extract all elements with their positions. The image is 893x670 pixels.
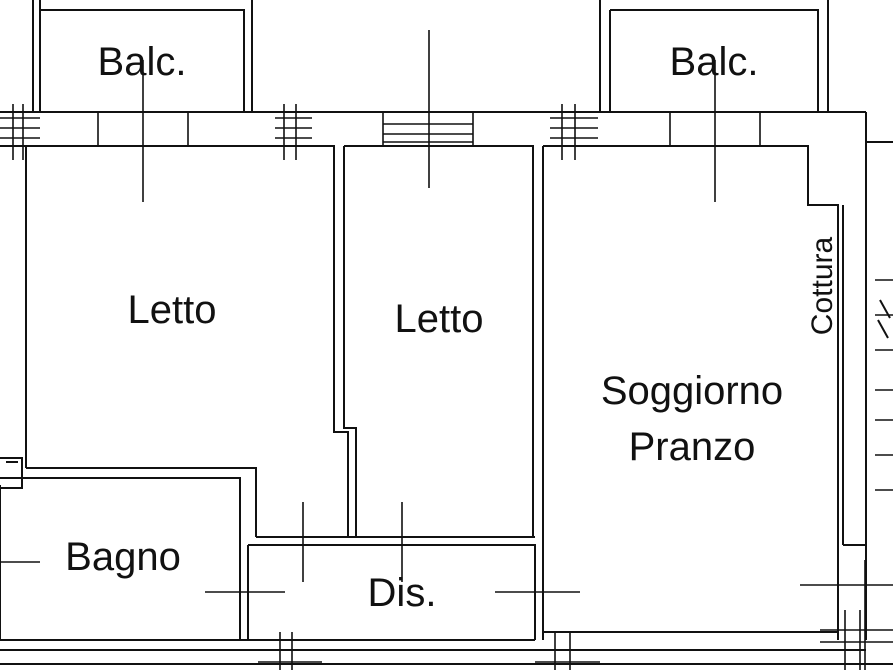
bedroom-center-walls: [343, 145, 534, 538]
label-bedroom-center: Letto: [395, 297, 484, 341]
column-markers: [0, 104, 893, 670]
balcony-right: [599, 0, 829, 112]
label-balcony-left: Balc.: [98, 40, 187, 84]
balcony-left: [32, 0, 253, 112]
exterior-right: [866, 141, 893, 491]
label-bedroom-left: Letto: [128, 288, 217, 332]
bedroom-left-walls: [26, 145, 349, 537]
label-cooking: Cottura: [806, 237, 839, 336]
label-bathroom: Bagno: [65, 535, 181, 579]
label-living-line2: Pranzo: [629, 425, 756, 469]
bathroom-walls: [0, 457, 241, 641]
label-balcony-right: Balc.: [670, 40, 759, 84]
axis-lines: [0, 30, 716, 593]
label-hallway: Dis.: [368, 571, 437, 615]
label-living-line1: Soggiorno: [601, 369, 783, 413]
living-walls: [542, 112, 867, 640]
top-wall: [0, 111, 866, 468]
